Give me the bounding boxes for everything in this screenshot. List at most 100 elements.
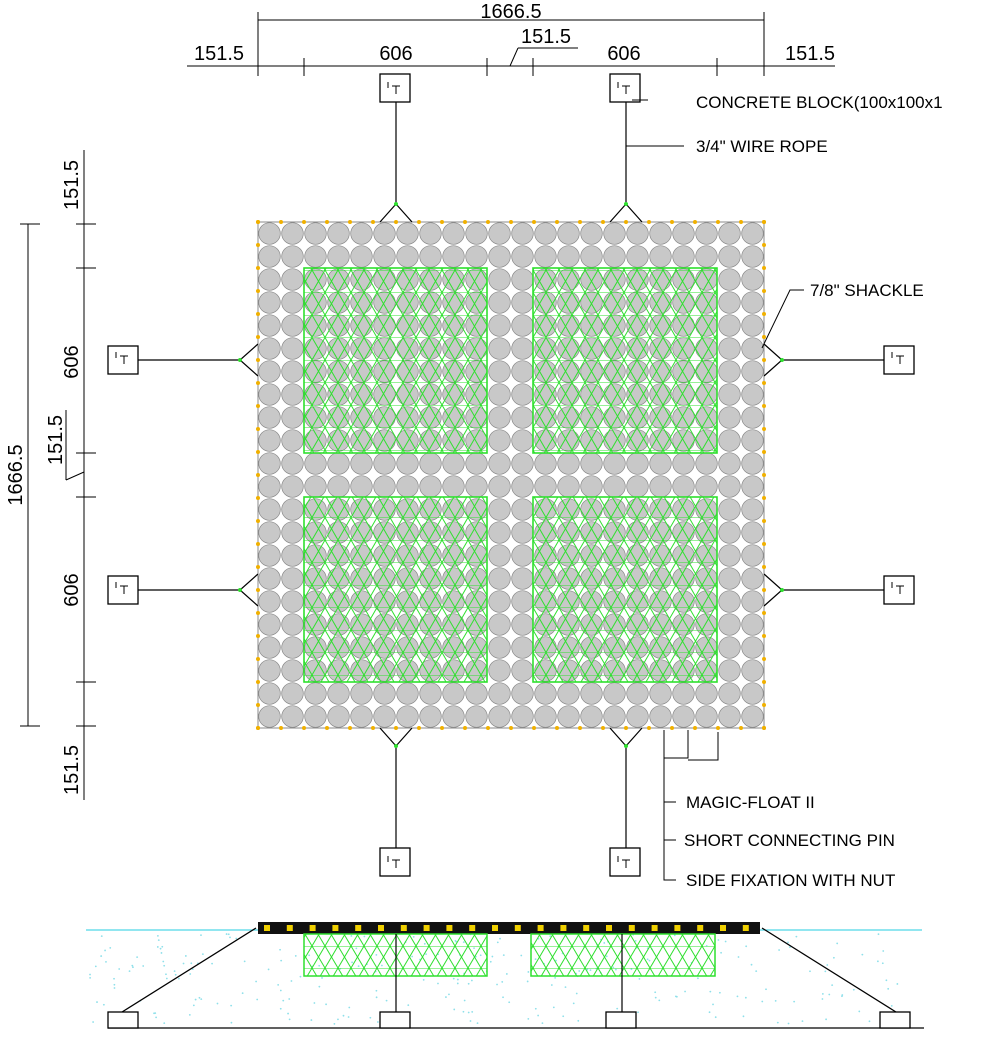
frame-bottom-right (532, 496, 718, 683)
side-fixation-dot (693, 220, 697, 224)
float-cube (672, 705, 695, 728)
seabed-dot (714, 1016, 717, 1019)
float-cube (603, 475, 626, 498)
seabed-dot (821, 993, 824, 995)
float-cube (718, 659, 741, 682)
top-seg-1: 151.5 (194, 43, 244, 65)
float-cube (603, 222, 626, 245)
deck-fixation-mark (514, 925, 521, 931)
seabed-dot (456, 978, 459, 981)
seabed-dot (157, 939, 160, 942)
float-cube (695, 705, 718, 728)
float-cube (488, 245, 511, 268)
seabed-dot (654, 996, 657, 999)
seabed-dot (102, 1003, 105, 1006)
float-cube (557, 245, 580, 268)
frame-top-right (532, 267, 718, 454)
float-cube (741, 521, 764, 544)
side-fixation-dot (463, 220, 467, 224)
float-cube (718, 383, 741, 406)
float-cube (718, 452, 741, 475)
float-cube (488, 222, 511, 245)
float-cube (488, 406, 511, 429)
float-cube (488, 475, 511, 498)
float-cube (603, 452, 626, 475)
seabed-dot (165, 973, 167, 976)
seabed-dot (162, 960, 165, 963)
float-cube (373, 475, 396, 498)
float-cube (350, 452, 373, 475)
float-cube (396, 705, 419, 728)
seabed-dot (637, 1011, 639, 1014)
side-fixation-dot (256, 496, 260, 500)
side-fixation-dot (440, 220, 444, 224)
float-cube (350, 475, 373, 498)
float-cube (258, 636, 281, 659)
seabed-dot (288, 998, 291, 1000)
float-cube (511, 475, 534, 498)
deck-fixation-mark (720, 925, 726, 931)
float-cube (695, 452, 718, 475)
seabed-dot (191, 968, 194, 971)
seabed-dot (469, 1020, 472, 1022)
seabed-dot (279, 1007, 282, 1010)
side-fixation-dot (256, 381, 260, 385)
seabed-dot (184, 955, 187, 957)
side-fixation-dot (302, 726, 306, 730)
seabed-dot (638, 977, 641, 980)
float-cube (603, 705, 626, 728)
seabed-dot (200, 934, 202, 937)
seabed-dot (787, 1022, 790, 1025)
concrete-block-right-top (883, 345, 915, 375)
float-cube (327, 682, 350, 705)
seabed-dot (831, 984, 834, 987)
float-cube (304, 682, 327, 705)
seabed-dot (348, 1006, 351, 1009)
side-fixation-dot (256, 289, 260, 293)
seabed-dot (809, 970, 811, 973)
side-fixation-dot (256, 220, 260, 224)
seabed-dot (658, 999, 661, 1002)
seabed-dot (832, 956, 835, 959)
float-cube (465, 222, 488, 245)
seabed-dot (674, 995, 677, 998)
float-cube (488, 682, 511, 705)
seabed-dot (337, 1018, 339, 1021)
side-fixation-dot (762, 657, 766, 661)
float-cube (258, 567, 281, 590)
seabed-dot (192, 1004, 195, 1007)
seabed-dot (165, 977, 168, 980)
seabed-dot (216, 1002, 219, 1005)
seabed-dot (787, 941, 789, 944)
concrete-block-bottom-left (379, 847, 411, 877)
side-fixation-dot (762, 404, 766, 408)
side-fixation-dot (256, 473, 260, 477)
float-cube (718, 475, 741, 498)
side-fixation-dot (486, 220, 490, 224)
deck-fixation-mark (286, 925, 293, 931)
side-fixation-dot (279, 726, 283, 730)
float-cube (741, 498, 764, 521)
float-cube (672, 222, 695, 245)
float-cube (373, 682, 396, 705)
side-fixation-dot (348, 726, 352, 730)
deck-fixation-mark (355, 925, 362, 931)
float-cube (741, 613, 764, 636)
seabed-dot (325, 1003, 327, 1006)
side-fixation-dot (256, 657, 260, 661)
frame-section-right (530, 933, 716, 977)
float-cube (580, 705, 603, 728)
side-fixation-dot (371, 726, 375, 730)
float-cube (304, 705, 327, 728)
seabed-dot (347, 1016, 350, 1018)
concrete-block-top-left (379, 73, 411, 103)
float-cube (258, 705, 281, 728)
float-cube (258, 682, 281, 705)
seabed-dot (572, 1002, 575, 1005)
seabed-dot (795, 935, 798, 938)
seabed-dot (96, 1001, 98, 1003)
side-fixation-dot (716, 726, 720, 730)
float-cube (603, 682, 626, 705)
float-cube (258, 245, 281, 268)
seabed-dot (765, 988, 767, 991)
